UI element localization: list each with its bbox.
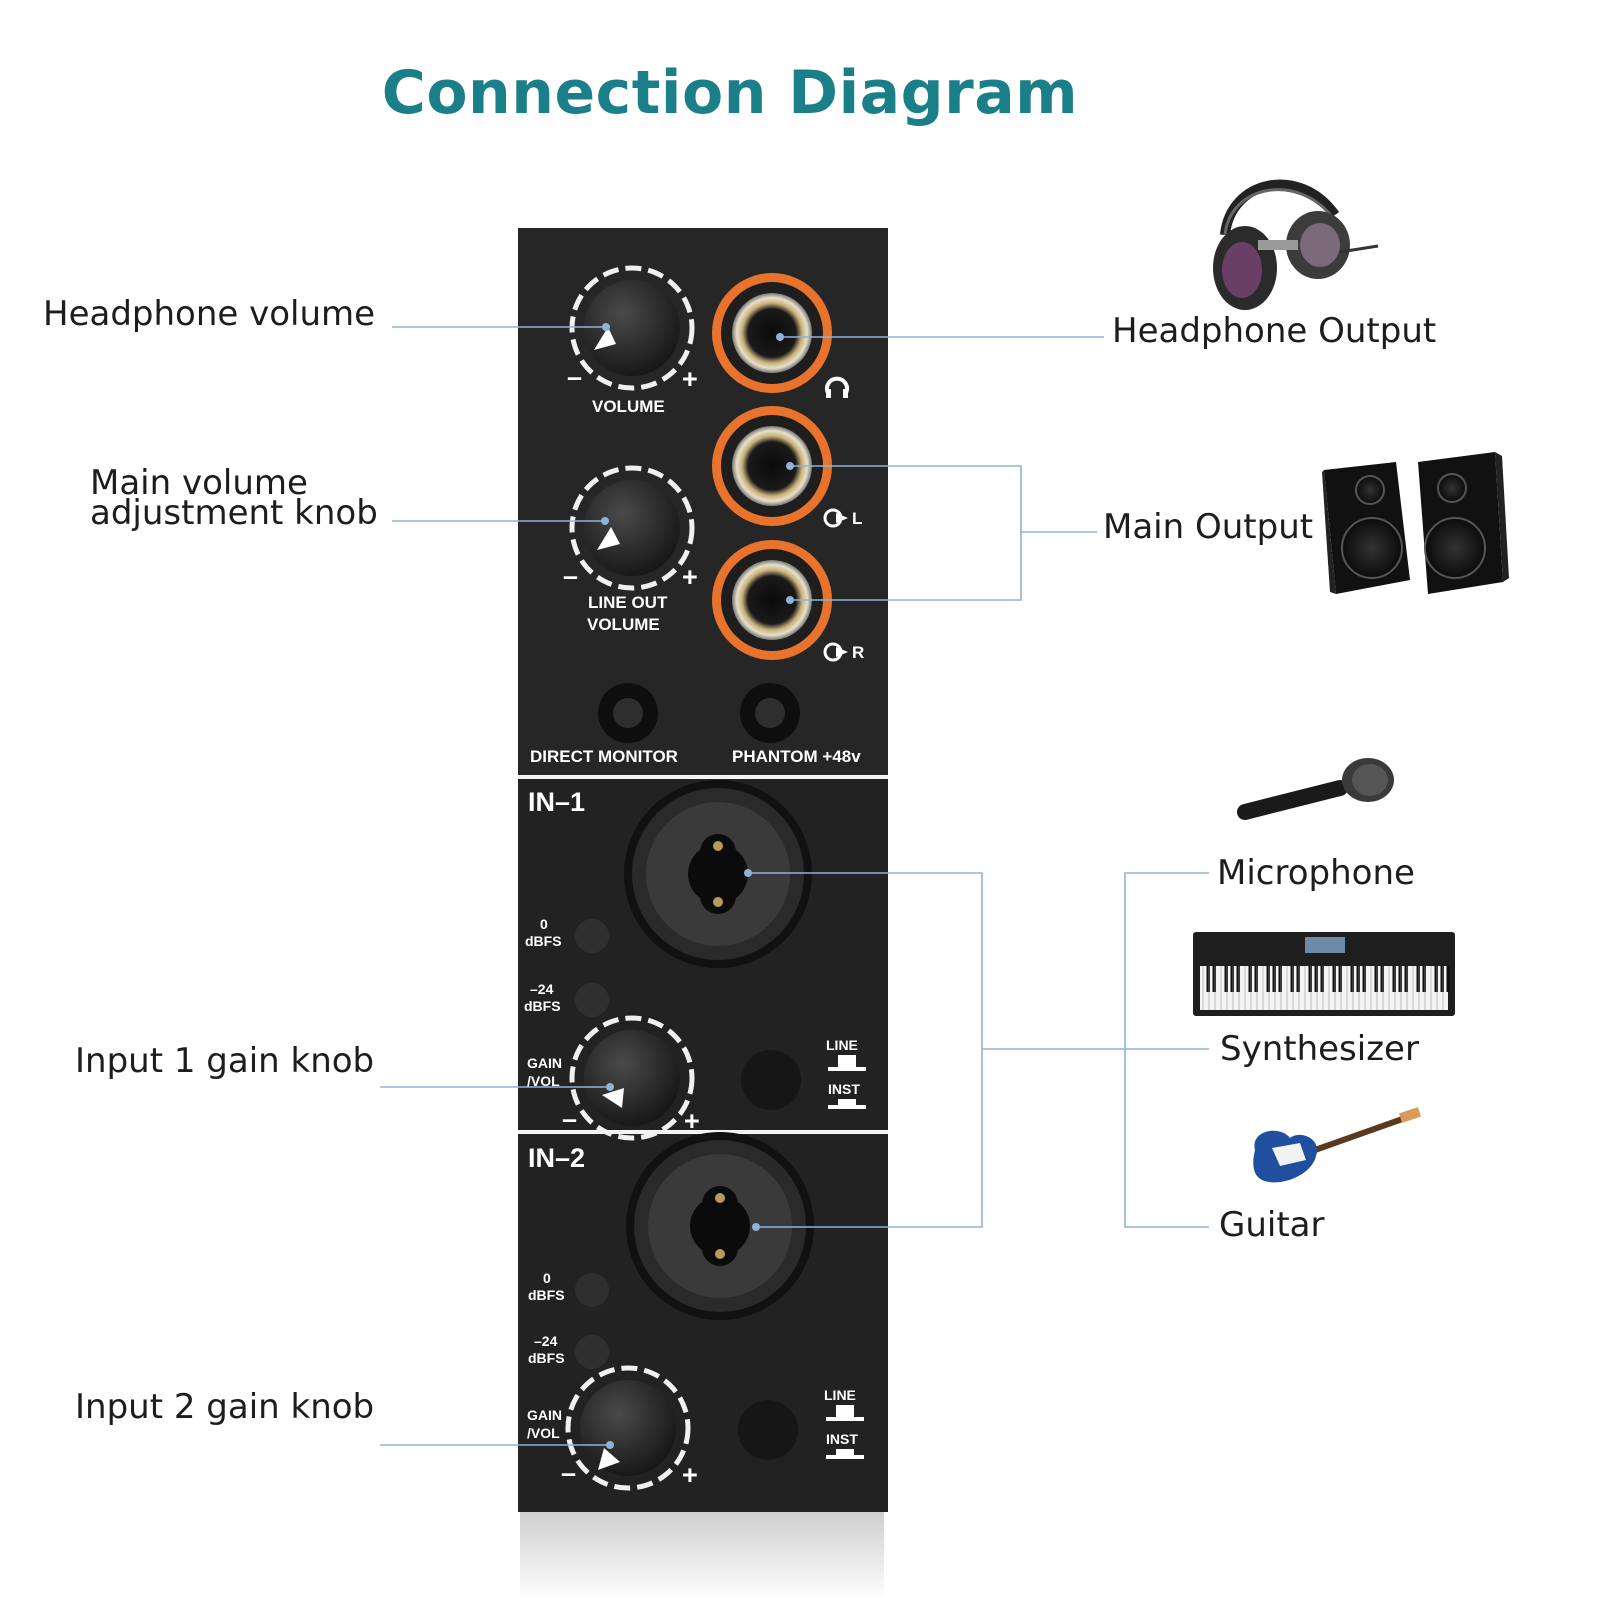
speakers-icon (1322, 452, 1509, 594)
leader-inputs-bracket (748, 872, 983, 1228)
in2-minus: – (561, 1458, 576, 1488)
line-out-volume-knob[interactable] (569, 465, 695, 591)
headphones-icon (1213, 179, 1379, 310)
vol-plus: + (682, 364, 698, 394)
label-main-volume-line1: Main volume (90, 463, 308, 503)
main-output-left-jack[interactable] (712, 406, 832, 526)
phantom-label: PHANTOM +48v (732, 747, 861, 766)
input1-gain-knob[interactable] (569, 1015, 695, 1141)
label-main-volume-line2: adjustment knob (90, 493, 378, 533)
guitar-icon (1253, 1107, 1422, 1183)
label-synthesizer: Synthesizer (1220, 1029, 1419, 1069)
in1-dbfs24-unit: dBFS (524, 998, 561, 1014)
in2-dbfs0-num: 0 (543, 1270, 551, 1286)
in1-24dbfs-led (575, 983, 609, 1017)
in1-vol-label: /VOL (527, 1073, 560, 1089)
in1-line-label: LINE (826, 1037, 858, 1053)
in1-inst-symbol-icon (828, 1099, 866, 1109)
label-headphone-output: Headphone Output (1112, 311, 1437, 351)
label-headphone-volume: Headphone volume (43, 294, 376, 334)
audio-interface-panel (518, 228, 888, 1512)
output-right-arrow-icon (823, 642, 848, 662)
label-microphone: Microphone (1217, 853, 1415, 893)
lineout-plus: + (682, 562, 698, 592)
input2-gain-knob[interactable] (565, 1365, 691, 1491)
diagram-title: Connection Diagram (381, 58, 1079, 128)
in1-inst-label: INST (828, 1081, 860, 1097)
input1-combo-jack[interactable] (624, 780, 812, 968)
leader-lines (380, 326, 1209, 1446)
in1-dbfs0-num: 0 (540, 916, 548, 932)
in2-label: IN–2 (528, 1143, 585, 1173)
headphone-output-jack[interactable] (712, 273, 832, 393)
synthesizer-icon (1193, 932, 1455, 1016)
leader-main-output-bracket (790, 465, 1022, 601)
in2-0dbfs-led (575, 1273, 609, 1307)
in2-vol-label: /VOL (527, 1425, 560, 1441)
line-out-volume-label: VOLUME (587, 615, 660, 634)
input1-line-inst-switch[interactable] (741, 1050, 801, 1110)
in1-label: IN–1 (528, 787, 585, 817)
in2-inst-label: INST (826, 1431, 858, 1447)
in1-line-symbol-icon (828, 1055, 866, 1071)
in1-plus: + (684, 1106, 700, 1136)
label-input2-gain: Input 2 gain knob (75, 1387, 375, 1427)
in2-gain-label: GAIN (527, 1407, 562, 1423)
in2-line-label: LINE (824, 1387, 856, 1403)
direct-monitor-button[interactable] (598, 683, 658, 743)
in1-dbfs0-unit: dBFS (525, 933, 562, 949)
line-out-label: LINE OUT (588, 593, 668, 612)
output-left-arrow-icon (823, 508, 848, 528)
volume-label: VOLUME (592, 397, 665, 416)
in2-inst-symbol-icon (826, 1449, 864, 1459)
headphone-volume-knob[interactable] (569, 265, 695, 391)
label-guitar: Guitar (1219, 1205, 1325, 1245)
label-main-output: Main Output (1103, 507, 1314, 547)
in1-gain-label: GAIN (527, 1055, 562, 1071)
input2-line-inst-switch[interactable] (738, 1400, 798, 1460)
in2-dbfs24-num: –24 (534, 1333, 558, 1349)
leader-sources-bracket (1124, 872, 1209, 1228)
main-output-right-jack[interactable] (712, 540, 832, 660)
phantom-power-button[interactable] (740, 683, 800, 743)
in1-0dbfs-led (575, 919, 609, 953)
in1-minus: – (562, 1104, 577, 1134)
microphone-icon (1237, 758, 1394, 820)
device-reflection (520, 1512, 884, 1600)
output-l-label: L (852, 509, 862, 528)
in2-dbfs24-unit: dBFS (528, 1350, 565, 1366)
label-main-volume: Main volume adjustment knob (90, 463, 378, 533)
lineout-minus: – (563, 561, 578, 591)
input2-combo-jack[interactable] (626, 1132, 814, 1320)
vol-minus: – (567, 362, 582, 392)
direct-monitor-label: DIRECT MONITOR (530, 747, 678, 766)
in2-plus: + (682, 1460, 698, 1490)
in1-dbfs24-num: –24 (530, 981, 554, 997)
in2-24dbfs-led (575, 1335, 609, 1369)
label-input1-gain: Input 1 gain knob (75, 1041, 375, 1081)
in2-line-symbol-icon (826, 1405, 864, 1421)
synth-black-keys (1202, 966, 1450, 1010)
headphone-symbol-icon (825, 376, 849, 398)
in2-dbfs0-unit: dBFS (528, 1287, 565, 1303)
leader-dots (601, 323, 794, 1449)
output-r-label: R (852, 643, 864, 662)
